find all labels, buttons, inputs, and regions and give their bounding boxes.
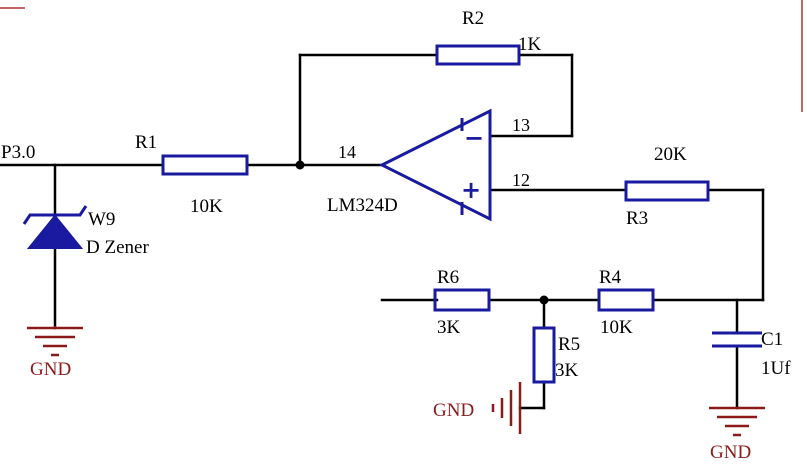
r3-ref: R3 — [626, 208, 648, 229]
zener-diode-w9 — [22, 205, 88, 249]
r5-ref: R5 — [558, 334, 580, 355]
r4-ref: R4 — [599, 267, 622, 288]
w9-ref: W9 — [88, 209, 115, 230]
r5-value: 3K — [555, 360, 579, 381]
ground-symbol-right — [709, 406, 765, 437]
gnd-label-r5: GND — [433, 400, 474, 421]
opamp-minus-sign: − — [464, 124, 484, 152]
net-label-p30: P3.0 — [1, 142, 35, 163]
opamp-pin-13: 13 — [512, 115, 530, 135]
ground-symbol-r5 — [491, 382, 522, 434]
r4-value: 10K — [600, 317, 633, 338]
resistor-r5 — [532, 326, 556, 384]
r6-ref: R6 — [437, 267, 459, 288]
opamp-pin-12: 12 — [512, 170, 530, 190]
r2-value: 1K — [518, 34, 542, 55]
r2-ref: R2 — [462, 8, 484, 29]
r1-value: 10K — [190, 196, 223, 217]
wires — [0, 53, 765, 410]
r3-value: 20K — [654, 144, 687, 165]
resistor-r3 — [624, 180, 710, 202]
gnd-label-right: GND — [710, 442, 751, 463]
junction-dot — [295, 160, 305, 170]
resistor-r4 — [597, 288, 655, 312]
resistor-r2 — [435, 44, 521, 66]
r1-ref: R1 — [135, 132, 157, 153]
c1-ref: C1 — [761, 329, 783, 350]
resistor-r1 — [161, 154, 249, 176]
resistor-r6 — [433, 288, 491, 312]
capacitor-c1 — [712, 331, 762, 348]
opamp-lm324d — [378, 108, 492, 222]
junction-dot — [539, 295, 549, 305]
r6-value: 3K — [437, 317, 461, 338]
gnd-label-left: GND — [30, 359, 71, 380]
ground-symbol-left — [27, 326, 83, 357]
sheet-border — [0, 0, 803, 112]
opamp-pin-14: 14 — [338, 142, 356, 162]
opamp-ref: LM324D — [327, 195, 398, 216]
c1-value: 1Uf — [761, 358, 791, 379]
w9-value: D Zener — [86, 237, 149, 258]
opamp-plus-sign: + — [461, 176, 481, 204]
